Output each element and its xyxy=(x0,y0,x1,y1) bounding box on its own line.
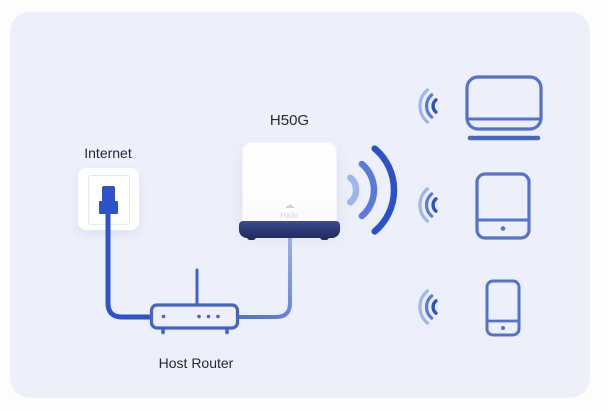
device-foot xyxy=(320,236,329,240)
connection-lines xyxy=(105,205,292,335)
ethernet-plug-icon xyxy=(102,186,115,202)
router-led xyxy=(161,314,166,319)
router-uplink-path xyxy=(237,234,292,319)
tablet-icon xyxy=(475,172,531,240)
wifi-signal-big-icon xyxy=(347,145,398,235)
router-feet xyxy=(161,326,229,335)
wifi-signal-small-icon xyxy=(418,187,438,223)
router-led xyxy=(216,314,220,319)
host-router-icon xyxy=(149,268,240,335)
halo-logo-mark xyxy=(285,204,295,208)
laptop-icon xyxy=(465,75,543,141)
device-foot xyxy=(247,236,256,240)
diagram-panel: Internet H50G Halo Host Router xyxy=(10,12,590,398)
wifi-signal-small-icon xyxy=(418,289,438,325)
internet-label: Internet xyxy=(84,145,132,161)
internet-cable-path xyxy=(105,205,153,320)
mesh-device-icon: Halo xyxy=(242,142,337,229)
mesh-device-label: H50G xyxy=(269,112,310,129)
host-router-label: Host Router xyxy=(158,355,234,371)
mesh-device-base xyxy=(239,221,340,240)
router-body xyxy=(149,303,240,330)
smartphone-icon xyxy=(485,279,521,337)
router-led xyxy=(197,314,201,319)
halo-logo-text: Halo xyxy=(280,211,299,220)
wifi-signal-small-icon xyxy=(418,88,438,124)
router-led xyxy=(206,314,211,319)
